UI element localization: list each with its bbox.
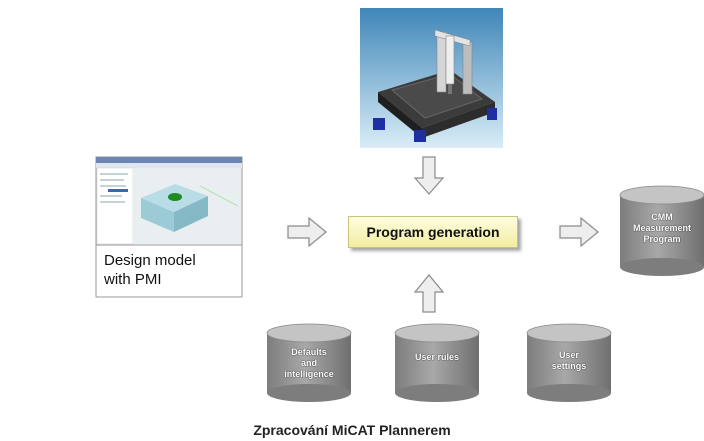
arrow-down-icon [413,156,445,195]
program-generation-box: Program generation [348,216,518,248]
user-rules-label: User rules [414,352,460,362]
cmm-machine-image [360,8,503,148]
program-generation-label: Program generation [366,224,500,240]
figure-caption: Zpracování MiCAT Plannerem [253,422,451,438]
arrow-right-output-icon [559,216,599,248]
cmm-program-label: CMM Measurement Program [632,212,692,244]
cad-screenshot-image [95,156,243,246]
defaults-cylinder [266,323,352,402]
design-caption-frame [95,244,243,298]
arrow-right-icon [287,216,327,248]
user-rules-cylinder [394,323,480,402]
user-settings-label: User settings [551,350,587,371]
arrow-up-icon [413,274,445,313]
defaults-label: Defaults and intelligence [284,347,334,379]
user-settings-cylinder [526,323,612,402]
cmm-program-cylinder [619,185,704,276]
design-model-caption: Design model with PMI [104,252,196,288]
